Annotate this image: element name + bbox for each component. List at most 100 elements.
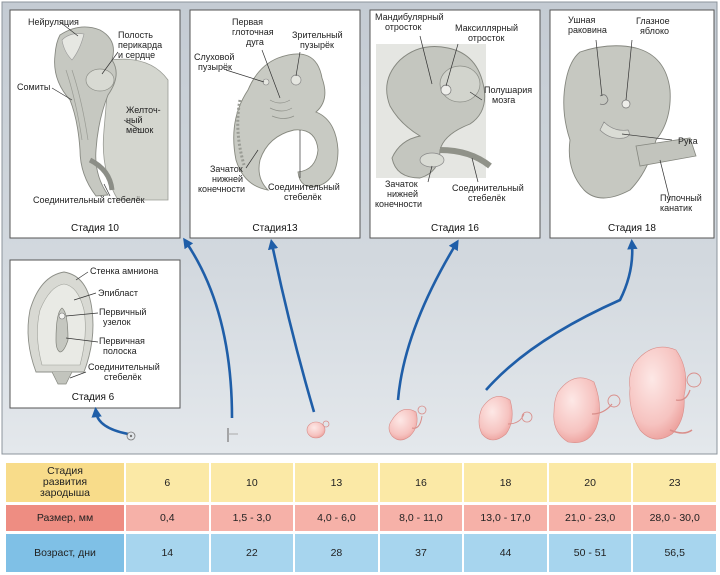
panel-stage-13: Первая глоточная дуга Зрительный пузырёк… — [189, 9, 361, 239]
anatomy-label: конечности — [375, 199, 422, 209]
size-header: Размер, мм — [6, 505, 124, 531]
embryo-stage-20 — [553, 377, 621, 443]
anatomy-label: дуга — [246, 37, 264, 47]
cell-size: 0,4 — [126, 505, 209, 531]
anatomy-label: Полость — [118, 30, 153, 40]
anatomy-label: Соединительный — [452, 183, 524, 193]
anatomy-label: Соединительный стебелёк — [33, 195, 145, 205]
cell-stage: 18 — [464, 463, 547, 502]
cell-stage: 23 — [633, 463, 716, 502]
embryo-stage-23 — [629, 346, 702, 440]
anatomy-label: Глазное — [636, 16, 670, 26]
embryo-stage-6 — [126, 431, 136, 441]
arrow-to-stage-13 — [267, 238, 316, 413]
cell-stage: 16 — [379, 463, 463, 502]
anatomy-label: Стенка амниона — [90, 266, 158, 276]
panel-stage-16: Мандибулярный отросток Максиллярный отро… — [369, 9, 541, 239]
panel-caption: Стадия 18 — [608, 223, 656, 234]
anatomy-label: канатик — [660, 203, 692, 213]
anatomy-label: Максиллярный — [455, 23, 518, 33]
anatomy-label: мозга — [492, 95, 515, 105]
anatomy-label: пузырёк — [198, 62, 232, 72]
panel-caption: Стадия 10 — [71, 223, 119, 234]
panel-stage-18: Ушная раковина Глазное яблоко Рука Пупоч… — [549, 9, 715, 239]
anatomy-label: нижней — [212, 174, 243, 184]
cell-stage: 10 — [210, 463, 294, 502]
embryo-stage-13 — [306, 420, 330, 439]
cell-age: 56,5 — [633, 534, 716, 572]
anatomy-label: отросток — [468, 33, 504, 43]
table-row-age: Возраст, дни 14 22 28 37 44 50 - 51 56,5 — [6, 534, 716, 572]
anatomy-label: Зрительный — [292, 30, 343, 40]
anatomy-label: Нейруляция — [28, 17, 79, 27]
arrow-to-stage-6 — [91, 406, 129, 436]
connector-arrows — [91, 237, 638, 436]
anatomy-label: Первичная — [99, 336, 145, 346]
anatomy-label: узелок — [103, 317, 131, 327]
cell-stage: 20 — [548, 463, 632, 502]
anatomy-label: Соединительный — [268, 182, 340, 192]
anatomy-label: нижней — [387, 189, 418, 199]
cell-age: 37 — [379, 534, 463, 572]
cell-age: 22 — [210, 534, 294, 572]
cell-size: 8,0 - 11,0 — [379, 505, 463, 531]
embryo-size-row — [126, 346, 702, 443]
arrow-to-stage-18 — [485, 238, 638, 391]
cell-age: 44 — [464, 534, 547, 572]
anatomy-label: Зачаток — [210, 164, 243, 174]
anatomy-label: Рука — [678, 136, 698, 146]
cell-age: 28 — [295, 534, 378, 572]
anatomy-label: стебелёк — [468, 193, 505, 203]
cell-stage: 6 — [126, 463, 209, 502]
anatomy-label: мешок — [126, 125, 153, 135]
cell-age: 14 — [126, 534, 209, 572]
cell-age: 50 - 51 — [548, 534, 632, 572]
embryo-stage-10 — [227, 428, 238, 442]
panel-caption: Стадия13 — [252, 223, 298, 234]
anatomy-label: Первая — [232, 17, 263, 27]
anatomy-label: стебелёк — [104, 372, 141, 382]
cell-stage: 13 — [295, 463, 378, 502]
panel-caption: Стадия 16 — [431, 223, 479, 234]
anatomy-label: перикарда — [118, 40, 162, 50]
cell-size: 4,0 - 6,0 — [295, 505, 378, 531]
arrow-to-stage-10 — [183, 237, 234, 419]
anatomy-label: конечности — [198, 184, 245, 194]
cell-size: 28,0 - 30,0 — [633, 505, 716, 531]
cell-size: 1,5 - 3,0 — [210, 505, 294, 531]
anatomy-label: раковина — [568, 25, 607, 35]
anatomy-label: полоска — [103, 346, 137, 356]
anatomy-label: и сердце — [118, 50, 155, 60]
anatomy-label: Мандибулярный — [375, 12, 444, 22]
age-header: Возраст, дни — [6, 534, 124, 572]
anatomy-label: Сомиты — [17, 82, 50, 92]
anatomy-label: Ушная — [568, 15, 596, 25]
anatomy-label: Слуховой — [194, 52, 234, 62]
cell-size: 13,0 - 17,0 — [464, 505, 547, 531]
anatomy-label: Соединительный — [88, 362, 160, 372]
embryo-diagram: Нейруляция Полость перикарда и сердце Со… — [1, 1, 718, 455]
anatomy-label: глоточная — [232, 27, 274, 37]
anatomy-label: яблоко — [640, 26, 669, 36]
cell-size: 21,0 - 23,0 — [548, 505, 632, 531]
anatomy-label: Первичный — [99, 307, 146, 317]
anatomy-label: Полушария — [484, 85, 532, 95]
embryo-stage-18 — [478, 396, 533, 441]
anatomy-label: ный — [126, 115, 142, 125]
arrow-to-stage-16 — [396, 239, 459, 401]
anatomy-label: Зачаток — [385, 179, 418, 189]
embryo-stage-16 — [388, 405, 427, 441]
anatomy-label: пузырёк — [300, 40, 334, 50]
anatomy-label: Желточ- — [126, 105, 161, 115]
anatomy-label: отросток — [385, 22, 421, 32]
anatomy-label: Эпибласт — [98, 288, 138, 298]
anatomy-label: Пупочный — [660, 193, 702, 203]
anatomy-label: стебелёк — [284, 192, 321, 202]
panel-stage-10: Нейруляция Полость перикарда и сердце Со… — [9, 9, 181, 239]
panel-stage-6: Стенка амниона Эпибласт Первичный узелок… — [9, 259, 181, 409]
table-row-size: Размер, мм 0,4 1,5 - 3,0 4,0 - 6,0 8,0 -… — [6, 505, 716, 531]
